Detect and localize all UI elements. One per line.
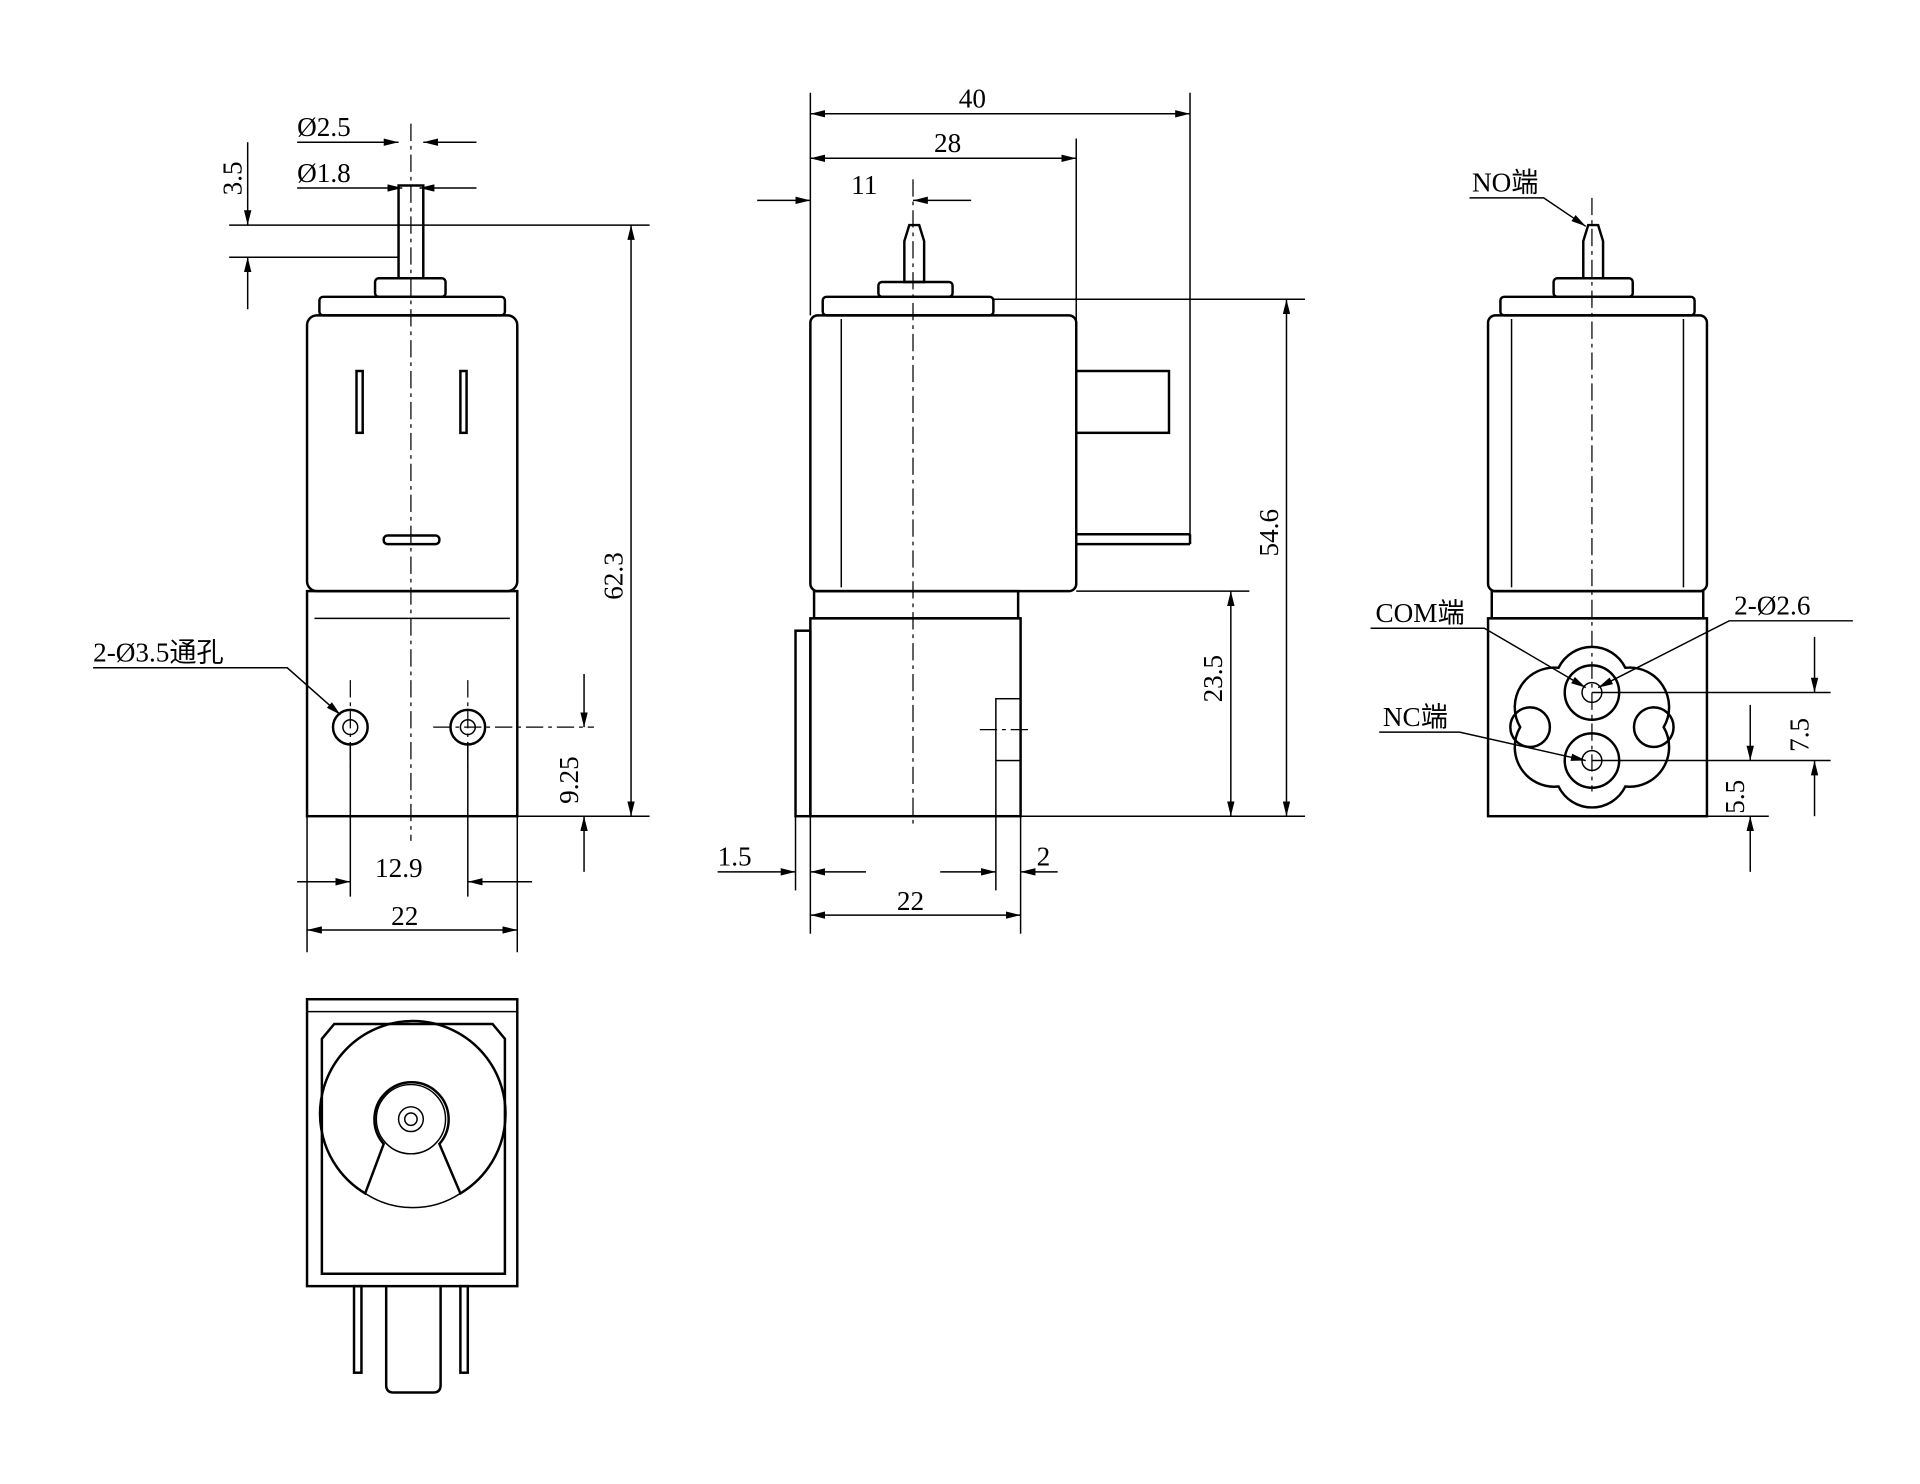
dim-base-width: 22 (897, 886, 924, 916)
port-view: NO端 COM端 2-Ø2.6 NC端 7.5 5.5 (1370, 168, 1853, 872)
dim-nozzle-inner: Ø1.8 (297, 158, 351, 188)
dim-left-step: 1.5 (718, 842, 752, 872)
dim-nozzle-height: 3.5 (217, 161, 247, 195)
label-nc-port: NC端 (1383, 702, 1448, 732)
dim-hole-spacing: 12.9 (375, 853, 423, 883)
dim-coil-length: 28 (934, 128, 961, 158)
label-com-port: COM端 (1376, 598, 1465, 628)
side-view: 40 28 11 54.6 23.5 1.5 2 22 (717, 84, 1306, 934)
dim-hole-height: 9.25 (554, 756, 584, 804)
label-no-port: NO端 (1472, 168, 1538, 198)
bottom-view (305, 997, 519, 1394)
label-mount-holes: 2-Ø3.5通孔 (93, 638, 224, 668)
dim-nc-height: 5.5 (1720, 780, 1750, 814)
dim-total-height: 62.3 (598, 552, 628, 600)
dim-nozzle-outer: Ø2.5 (297, 112, 351, 142)
dim-port-spacing: 7.5 (1784, 718, 1814, 752)
dim-width: 22 (391, 901, 418, 931)
label-port-holes: 2-Ø2.6 (1734, 591, 1810, 621)
dim-base-height: 23.5 (1198, 655, 1228, 703)
dim-nozzle-offset: 11 (851, 170, 877, 200)
front-view: Ø2.5 Ø1.8 3.5 62.3 2-Ø3.5通孔 9.25 12.9 22 (93, 112, 650, 953)
dim-body-height: 54.6 (1254, 509, 1284, 557)
dim-right-step: 2 (1037, 842, 1051, 872)
dim-overall-length: 40 (959, 84, 986, 114)
